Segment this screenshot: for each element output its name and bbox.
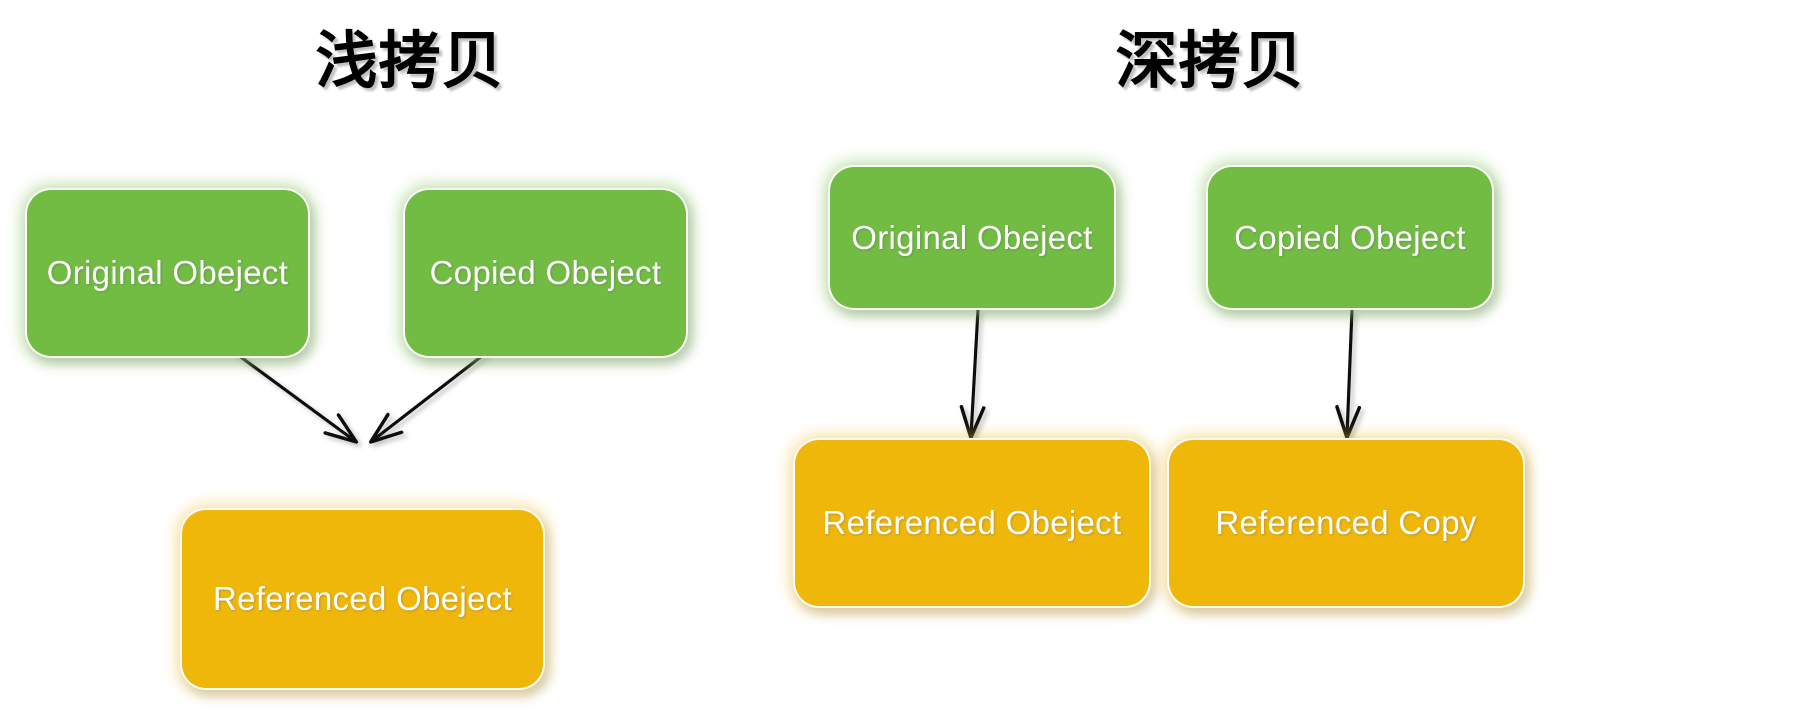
node-label: Referenced Obeject xyxy=(822,504,1122,541)
panel-title-shallow-copy: 浅拷贝 xyxy=(315,24,505,97)
node-label: Original Obeject xyxy=(46,254,289,291)
node-deep-referenced-object[interactable]: Referenced Obeject xyxy=(793,438,1151,608)
node-label: Copied Obeject xyxy=(1234,218,1466,256)
node-shallow-copied-object[interactable]: Copied Obeject xyxy=(403,188,688,358)
arrow-deep-copied-to-referenced-copy xyxy=(1347,309,1352,436)
node-label: Copied Obeject xyxy=(429,254,662,291)
arrow-deep-original-to-referenced xyxy=(971,309,978,436)
node-label: Original Obeject xyxy=(851,218,1093,256)
node-shallow-referenced-object[interactable]: Referenced Obeject xyxy=(180,508,545,690)
node-shallow-original-object[interactable]: Original Obeject xyxy=(25,188,310,358)
node-label: Referenced Copy xyxy=(1215,504,1477,541)
node-deep-referenced-copy[interactable]: Referenced Copy xyxy=(1167,438,1525,608)
node-label: Referenced Obeject xyxy=(213,580,512,617)
panel-title-deep-copy: 深拷贝 xyxy=(1115,24,1305,97)
node-deep-copied-object[interactable]: Copied Obeject xyxy=(1206,165,1494,310)
node-deep-original-object[interactable]: Original Obeject xyxy=(828,165,1116,310)
